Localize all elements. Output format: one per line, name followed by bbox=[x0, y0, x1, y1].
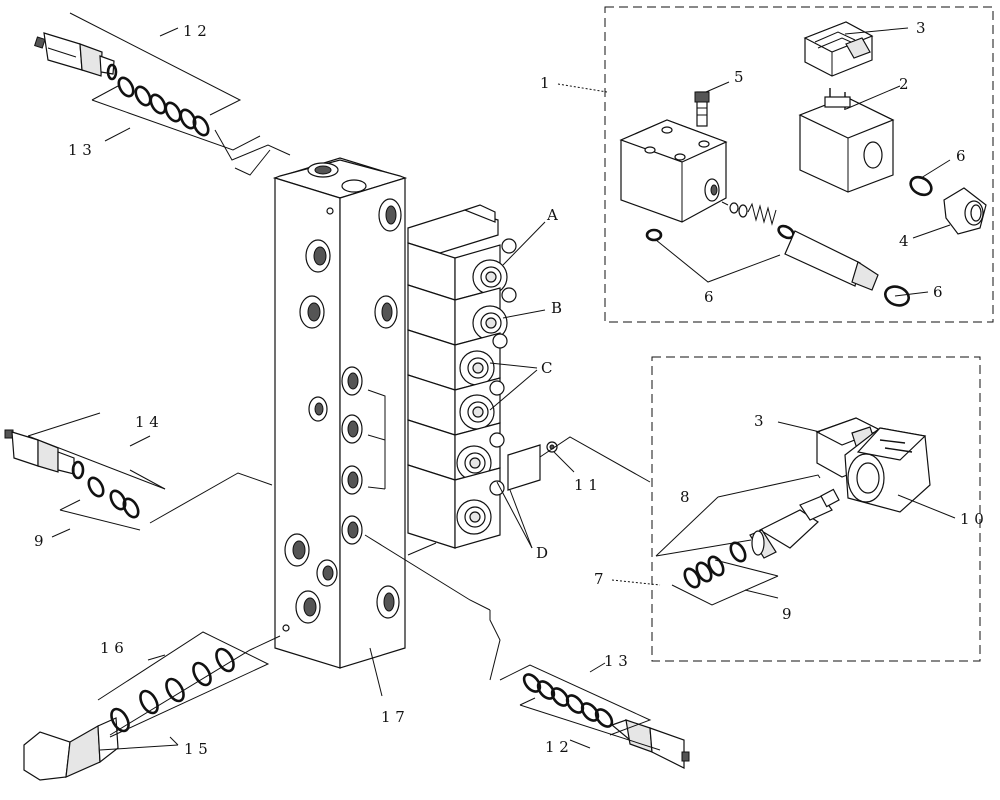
relief-valve-cartridge-left bbox=[4, 429, 140, 519]
valve-body-D2 bbox=[407, 464, 505, 549]
label-9-left: 9 bbox=[34, 532, 44, 550]
label-17: 1 7 bbox=[381, 708, 405, 726]
label-4: 4 bbox=[899, 232, 909, 250]
relief-valve-cartridge-bottom-right bbox=[522, 673, 690, 769]
valve-body-A bbox=[407, 238, 517, 301]
label-12-bottom: 1 2 bbox=[545, 738, 569, 756]
label-C: C bbox=[541, 359, 552, 377]
label-11: 1 1 bbox=[574, 476, 598, 494]
label-1: 1 bbox=[540, 74, 550, 92]
label-13-top: 1 3 bbox=[68, 141, 92, 159]
bracket-12-top bbox=[69, 12, 242, 116]
valve-body-D1 bbox=[407, 419, 505, 481]
bracket-16 bbox=[97, 631, 270, 738]
label-B: B bbox=[551, 299, 562, 317]
label-D: D bbox=[536, 544, 548, 562]
label-16: 1 6 bbox=[100, 639, 124, 657]
detail-box-solenoid-valve bbox=[604, 6, 994, 323]
relief-valve-cartridge-top bbox=[34, 32, 210, 137]
label-5: 5 bbox=[734, 68, 744, 86]
manifold-block bbox=[272, 157, 408, 669]
label-A: A bbox=[546, 206, 558, 224]
label-12-top: 1 2 bbox=[183, 22, 207, 40]
label-3-top: 3 bbox=[916, 19, 926, 37]
valve-body-C2 bbox=[407, 374, 505, 436]
detail-box-cartridge-valve bbox=[651, 356, 981, 662]
bracket-12-bottom bbox=[519, 704, 661, 751]
label-14: 1 4 bbox=[135, 413, 159, 431]
detail-cartridge-valve bbox=[683, 417, 931, 589]
valve-body-C1 bbox=[407, 329, 508, 391]
label-15: 1 5 bbox=[184, 740, 208, 758]
manifold-side-ports bbox=[341, 198, 402, 619]
bracket-14 bbox=[27, 435, 166, 490]
bracket-9-left bbox=[59, 509, 141, 531]
label-2: 2 bbox=[899, 75, 909, 93]
bracket-13-bottom bbox=[499, 664, 652, 736]
bracket-13-top bbox=[91, 99, 261, 151]
relief-valve-cartridge-bottom-left bbox=[23, 647, 235, 781]
label-13-bottom: 1 3 bbox=[604, 652, 628, 670]
valve-body-B bbox=[407, 284, 517, 346]
label-6-bottom: 6 bbox=[704, 288, 714, 306]
part-labels: 1 2 3 4 5 6 6 6 3 8 1 0 7 9 1 1 1 2 1 3 … bbox=[34, 19, 984, 758]
label-7: 7 bbox=[594, 570, 604, 588]
solenoid-valve-stack bbox=[407, 204, 541, 549]
label-3-bottom: 3 bbox=[754, 412, 764, 430]
label-10: 1 0 bbox=[960, 510, 984, 528]
label-9-right: 9 bbox=[782, 605, 792, 623]
label-8: 8 bbox=[680, 488, 690, 506]
label-6-right-top: 6 bbox=[956, 147, 966, 165]
detail-solenoid-valve bbox=[619, 21, 987, 307]
manifold-front-ports bbox=[282, 207, 338, 632]
label-6-right-bottom: 6 bbox=[933, 283, 943, 301]
